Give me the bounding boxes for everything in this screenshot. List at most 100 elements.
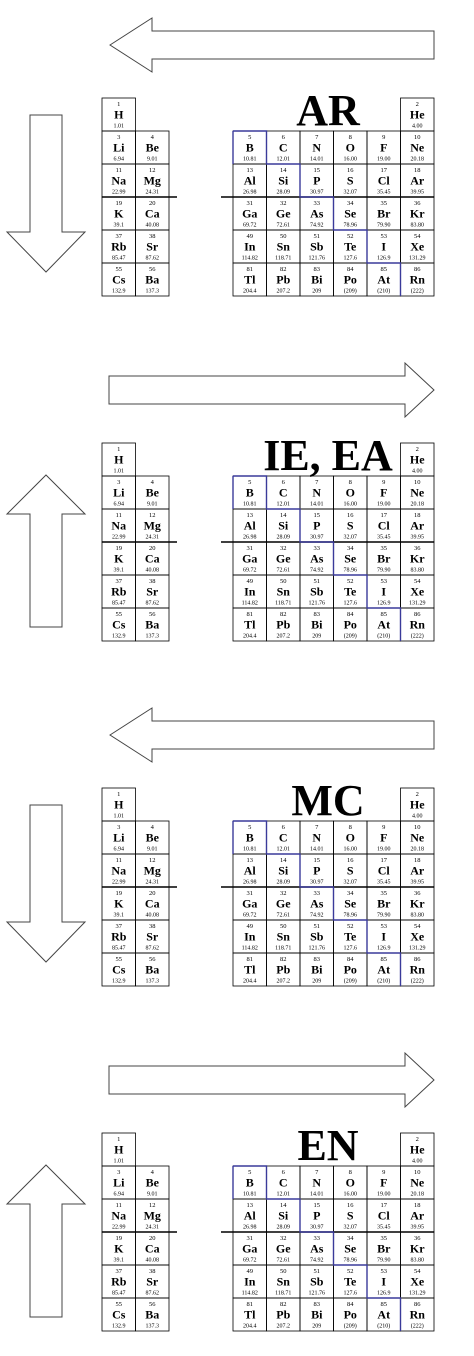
- atomic-mass: 87.62: [146, 1291, 160, 1297]
- atomic-mass: 69.72: [243, 1258, 257, 1264]
- element-symbol: Ca: [145, 1242, 160, 1256]
- atomic-number: 36: [414, 1235, 421, 1242]
- atomic-number: 32: [280, 1235, 287, 1242]
- trend-title: IE, EA: [263, 431, 393, 480]
- atomic-mass: 126.9: [377, 601, 391, 607]
- element-symbol: Tl: [244, 273, 256, 287]
- element-symbol: Sb: [310, 1275, 324, 1289]
- atomic-number: 49: [247, 1268, 254, 1275]
- atomic-number: 11: [116, 512, 122, 519]
- atomic-number: 12: [149, 512, 156, 519]
- atomic-number: 20: [149, 890, 156, 897]
- element-symbol: Si: [278, 174, 289, 188]
- atomic-mass: 114.82: [242, 1291, 258, 1297]
- atomic-mass: 35.45: [377, 535, 391, 541]
- element-symbol: P: [313, 1209, 320, 1223]
- atomic-mass: (222): [411, 633, 424, 640]
- atomic-number: 84: [347, 611, 354, 618]
- element-symbol: As: [310, 552, 324, 566]
- atomic-number: 50: [280, 1268, 287, 1275]
- element-symbol: N: [312, 1176, 321, 1190]
- atomic-number: 54: [414, 1268, 421, 1275]
- element-symbol: K: [114, 207, 124, 221]
- element-symbol: Sn: [277, 240, 291, 254]
- element-symbol: Mg: [144, 1209, 161, 1223]
- atomic-mass: 26.98: [243, 880, 257, 886]
- atomic-mass: 4.00: [412, 469, 423, 475]
- atomic-number: 38: [149, 578, 156, 585]
- atomic-number: 82: [280, 956, 287, 963]
- atomic-mass: 1.01: [114, 1159, 125, 1165]
- element-symbol: Al: [244, 1209, 257, 1223]
- element-symbol: Br: [377, 552, 391, 566]
- atomic-mass: 209: [312, 979, 321, 985]
- element-symbol: Si: [278, 1209, 289, 1223]
- atomic-number: 82: [280, 611, 287, 618]
- atomic-number: 52: [347, 233, 354, 240]
- atomic-mass: 127.6: [344, 946, 358, 952]
- atomic-mass: 114.82: [242, 601, 258, 607]
- atomic-mass: 28.09: [277, 880, 291, 886]
- element-symbol: Na: [111, 1209, 126, 1223]
- element-symbol: Be: [146, 831, 160, 845]
- element-symbol: Cs: [112, 1308, 126, 1322]
- element-symbol: Pb: [276, 618, 290, 632]
- cell-border: [135, 952, 170, 987]
- atomic-mass: 137.3: [146, 289, 160, 295]
- trend-title: AR: [296, 86, 361, 135]
- element-symbol: Ar: [410, 864, 425, 878]
- element-symbol: Al: [244, 864, 257, 878]
- atomic-number: 17: [381, 1202, 388, 1209]
- atomic-number: 35: [381, 890, 388, 897]
- element-symbol: As: [310, 897, 324, 911]
- atomic-mass: 131.29: [409, 256, 426, 262]
- atomic-number: 52: [347, 1268, 354, 1275]
- metalloid-staircase: [233, 1165, 402, 1331]
- element-symbol: C: [279, 831, 288, 845]
- atomic-number: 83: [314, 956, 321, 963]
- atomic-mass: 85.47: [112, 256, 126, 262]
- atomic-number: 38: [149, 233, 156, 240]
- atomic-number: 86: [414, 1301, 421, 1308]
- atomic-number: 85: [381, 611, 388, 618]
- atomic-number: 31: [247, 890, 254, 897]
- atomic-mass: 72.61: [277, 913, 291, 919]
- element-symbol: Be: [146, 1176, 160, 1190]
- atomic-number: 34: [347, 200, 354, 207]
- element-symbol: In: [244, 930, 256, 944]
- atomic-mass: 79.90: [377, 568, 391, 574]
- atomic-number: 56: [149, 1301, 156, 1308]
- atomic-number: 55: [116, 266, 123, 273]
- element-symbol: C: [279, 1176, 288, 1190]
- atomic-number: 4: [151, 134, 155, 141]
- atomic-number: 6: [282, 134, 286, 141]
- atomic-mass: 72.61: [277, 1258, 291, 1264]
- atomic-mass: 131.29: [409, 601, 426, 607]
- element-symbol: Kr: [410, 897, 425, 911]
- atomic-mass: 30.97: [310, 535, 324, 541]
- atomic-mass: 20.18: [411, 157, 425, 163]
- atomic-number: 81: [247, 1301, 254, 1308]
- atomic-mass: 85.47: [112, 601, 126, 607]
- atomic-number: 6: [282, 824, 286, 831]
- metalloid-staircase: [233, 475, 402, 641]
- element-cell-h: 1H1.01: [101, 787, 136, 822]
- element-symbol: Cl: [378, 864, 391, 878]
